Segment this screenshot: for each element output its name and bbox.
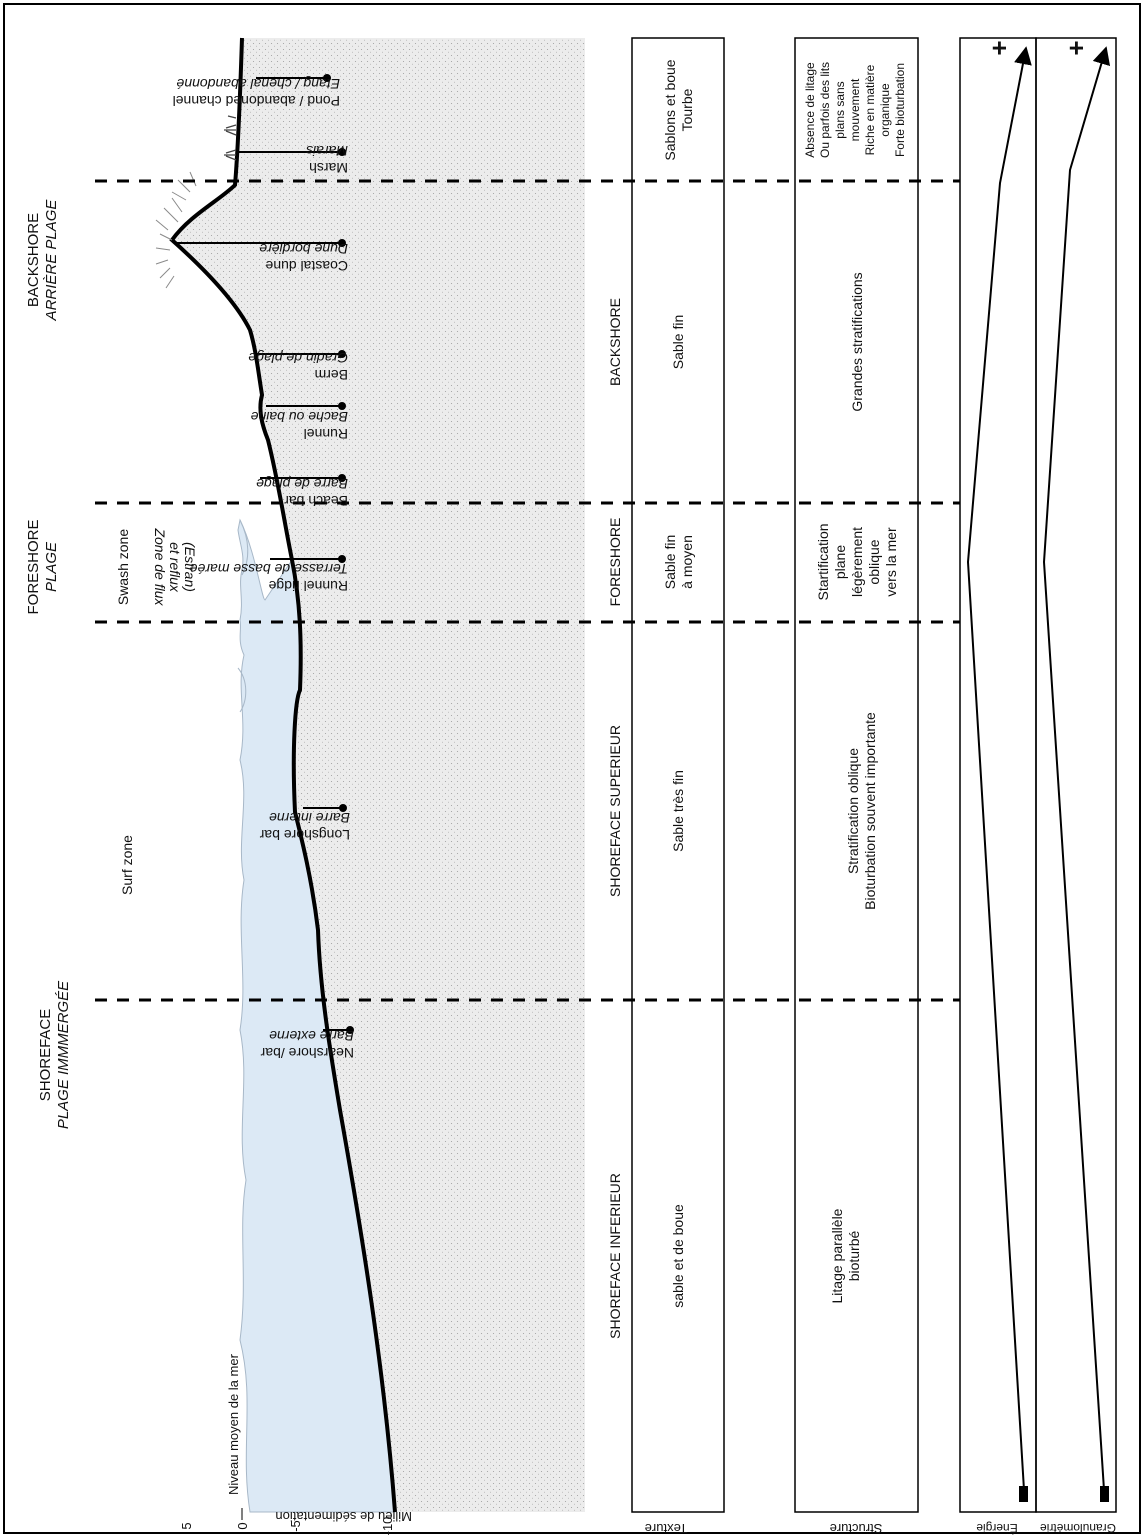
texture-cell: Tourbe [679,88,695,131]
subzone-row: SHOREFACE INFERIEUR SHOREFACE SUPERIEUR … [607,298,623,1339]
structure-cell: Startification [815,523,831,600]
structure-cell: mouvement [848,78,862,141]
feature-label-fr: Bache ou baine [250,409,348,425]
granulometrie-max-marker: + [1061,40,1091,55]
structure-cell: Riche en matière [863,64,877,155]
marsh-grass-icon [224,115,237,161]
surf-zone-label: Surf zone [119,835,135,895]
feature-label-en: Coastal dune [265,258,348,274]
sea-level-label: Niveau moyen de la mer [226,1353,241,1495]
texture-cell: Sable très fin [670,770,686,852]
structure-cell: légèrement [849,527,865,597]
feature-label-en: Beach bar [284,493,348,509]
zone-title-shoreface: SHOREFACE [37,1009,54,1102]
structure-cell: organique [878,83,892,137]
outer-frame [3,3,1141,1534]
y-tick-label: 0 [235,1522,250,1529]
dune-grass-icon [155,171,197,289]
feature-label-en: Berm [315,367,348,383]
swash-zone-fr-line: et reflux [167,542,183,593]
granulometrie-min-marker [1100,1486,1109,1502]
feature-label-en: Runnel [304,426,348,442]
structure-cell: plane [832,545,848,579]
energie-row-label: Énergie [976,1521,1018,1536]
feature-label-en: Nearshore /bar [260,1045,354,1061]
zone-subtitle-foreshore: PLAGE [43,541,60,592]
subzone-cell: FORESHORE [607,518,623,607]
y-axis-label: Milieu de sédimentation [275,1509,412,1524]
texture-cell: sable et de boue [670,1204,686,1308]
zone-title-foreshore: FORESHORE [25,519,42,614]
y-tick-label: -5 [288,1520,303,1532]
sea-floor-profile-line [169,37,397,1513]
subzone-cell: SHOREFACE SUPERIEUR [607,725,623,897]
granulometrie-curve [1042,46,1111,1491]
feature-label-fr: Dune bordière [259,241,348,257]
subzone-cell: SHOREFACE INFERIEUR [607,1173,623,1339]
structure-cell: Litage parallèle [829,1208,845,1303]
feature-label-en: Longshore bar [259,827,350,843]
swash-zone-fr-line: Zone de flux [152,527,168,606]
texture-row-label: Texture [645,1521,688,1536]
structure-cell: Grandes stratifications [849,272,865,411]
feature-label-fr: Barre de plage [256,476,348,492]
texture-cell: Sablons et boue [662,59,678,160]
texture-cell: Sable fin [670,315,686,369]
feature-label-fr: Gradin de plage [248,350,348,366]
structure-row-label: Structure [830,1521,883,1536]
feature-label-fr: Terrasse de basse marée [190,561,348,577]
structure-cell: Bioturbation souvent importante [862,712,878,910]
structure-cell: Forte bioturbation [893,63,907,157]
texture-cell: à moyen [679,535,695,589]
feature-label-en: Runnel ridge [268,578,348,594]
swash-lobe [239,519,249,576]
zone-subtitle-backshore: ARRIÈRE PLAGE [43,199,60,322]
zone-headers: SHOREFACE PLAGE IMMMERGÉE FORESHORE PLAG… [25,199,198,1130]
profile-panel [155,37,585,1513]
structure-cell: Absence de litage [803,62,817,158]
energie-min-marker [1019,1486,1028,1502]
structure-cell: bioturbé [846,1230,862,1281]
feature-label-fr: Barre interne [269,810,350,826]
sediment-area [172,38,585,1512]
feature-label-en: Pond / abandoned channel [173,93,340,109]
subzone-cell: BACKSHORE [607,298,623,386]
feature-label-fr: Etang / chenal abandonné [176,76,340,92]
energie-curve [966,46,1032,1491]
structure-cell: Ou parfois des lits [818,62,832,158]
structure-cell: oblique [866,539,882,584]
y-tick-label: 5 [179,1522,194,1529]
feature-label-fr: Barre externe [269,1028,354,1044]
energie-max-marker: + [984,40,1014,55]
structure-cell: vers la mer [883,527,899,597]
texture-row: sable et de boue Sable très fin Sable fi… [631,37,725,1536]
feature-label-fr: Marais [306,143,348,159]
granulometrie-row: + Granulométrie [1035,37,1117,1535]
zone-subtitle-shoreface: PLAGE IMMMERGÉE [55,980,72,1129]
y-axis: 5 0 -5 -10 Milieu de sédimentation [179,1508,412,1535]
structure-cell: Stratification oblique [845,748,861,874]
y-tick-label: -10 [380,1517,395,1536]
structure-cell: plans sans [833,81,847,138]
energie-row: + Énergie [959,37,1037,1536]
granulometrie-row-label: Granulométrie [1040,1521,1116,1535]
feature-callouts: Nearshore /bar Barre externe Longshore b… [173,74,354,1061]
swash-lobe [237,667,247,713]
feature-label-en: Marsh [309,160,348,176]
zone-title-backshore: BACKSHORE [25,213,42,307]
swash-zone-fr-line: (Estran) [182,542,198,592]
texture-cell: Sable fin [662,535,678,589]
structure-row: Litage parallèle bioturbé Stratification… [794,37,919,1536]
swash-zone-label: Swash zone [115,529,131,605]
